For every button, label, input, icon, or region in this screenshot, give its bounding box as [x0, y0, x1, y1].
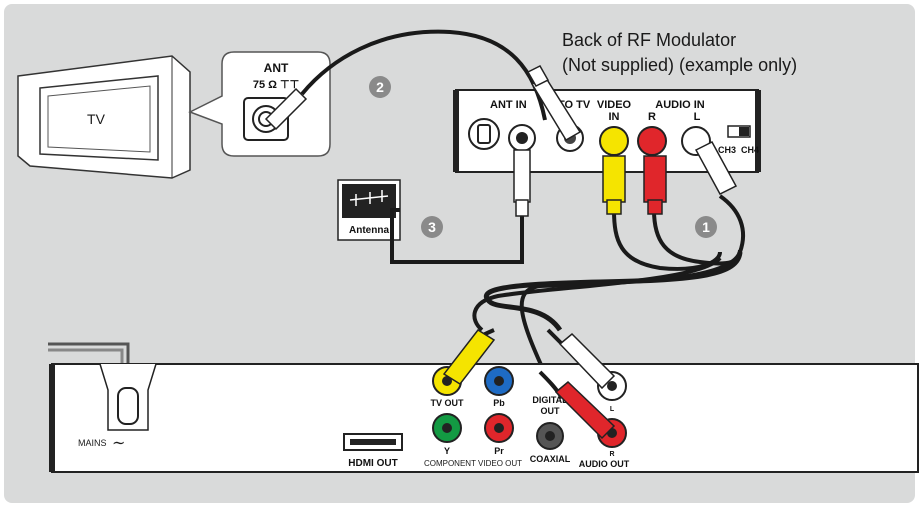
antenna-cable-plug — [513, 149, 531, 217]
y-label: Y — [444, 446, 450, 456]
mains-symbol: ∼ — [112, 435, 125, 452]
ant-in-label: ANT IN — [490, 99, 527, 111]
rf-cable-plug-modulator — [526, 65, 582, 142]
rf-cable-to-tv — [300, 29, 547, 121]
caption-line-1: Back of RF Modulator — [562, 30, 736, 50]
video-in-label-2: IN — [609, 111, 620, 123]
pr-label: Pr — [494, 446, 504, 456]
hdmi-out-label: HDMI OUT — [348, 458, 397, 469]
antenna-box: Antenna — [337, 179, 401, 241]
component-video-out-label: COMPONENT VIDEO OUT — [424, 459, 522, 468]
step-2-badge: 2 — [369, 76, 391, 98]
caption-line-2: (Not supplied) (example only) — [562, 55, 797, 75]
svg-text:2: 2 — [376, 79, 384, 95]
svg-text:3: 3 — [428, 219, 436, 235]
audio-out-l-label: L — [610, 406, 615, 413]
audio-in-r-label: R — [648, 111, 656, 123]
tv-set: TV — [17, 55, 191, 179]
tv-label: TV — [87, 111, 106, 127]
pb-label: Pb — [493, 398, 505, 408]
svg-text:1: 1 — [702, 219, 710, 235]
rca-cables-player-end — [442, 328, 616, 440]
tv-out-label: TV OUT — [431, 398, 465, 408]
audio-out-r-label: R — [609, 451, 614, 458]
antenna-label: Antenna — [349, 225, 389, 236]
antenna-cable — [390, 208, 524, 264]
coaxial-label: COAXIAL — [530, 454, 571, 464]
ch3-label: CH3 — [718, 145, 736, 155]
step-1-badge: 1 — [695, 216, 717, 238]
video-in-label-1: VIDEO — [597, 99, 632, 111]
ant-port-label: ANT — [264, 61, 289, 75]
to-tv-label: TO TV — [558, 99, 591, 111]
ant-port-impedance: 75 Ω ⊤⊤ — [253, 79, 299, 91]
audio-in-label: AUDIO IN — [655, 99, 705, 111]
digital-out-label-2: OUT — [541, 406, 561, 416]
mains-label: MAINS — [78, 438, 107, 448]
tv-antenna-port-callout: ANT 75 Ω ⊤⊤ — [188, 51, 331, 157]
audio-in-l-label: L — [694, 111, 701, 123]
audio-out-label: AUDIO OUT — [579, 459, 630, 469]
digital-out-label-1: DIGITAL — [532, 395, 568, 405]
step-3-badge: 3 — [421, 216, 443, 238]
rca-cables-modulator-end — [472, 141, 746, 381]
dvd-player-panel: MAINS ∼ HDMI OUT TV OUT Pb Y Pr COMPONEN… — [49, 363, 919, 473]
ch4-label: CH4 — [741, 145, 759, 155]
